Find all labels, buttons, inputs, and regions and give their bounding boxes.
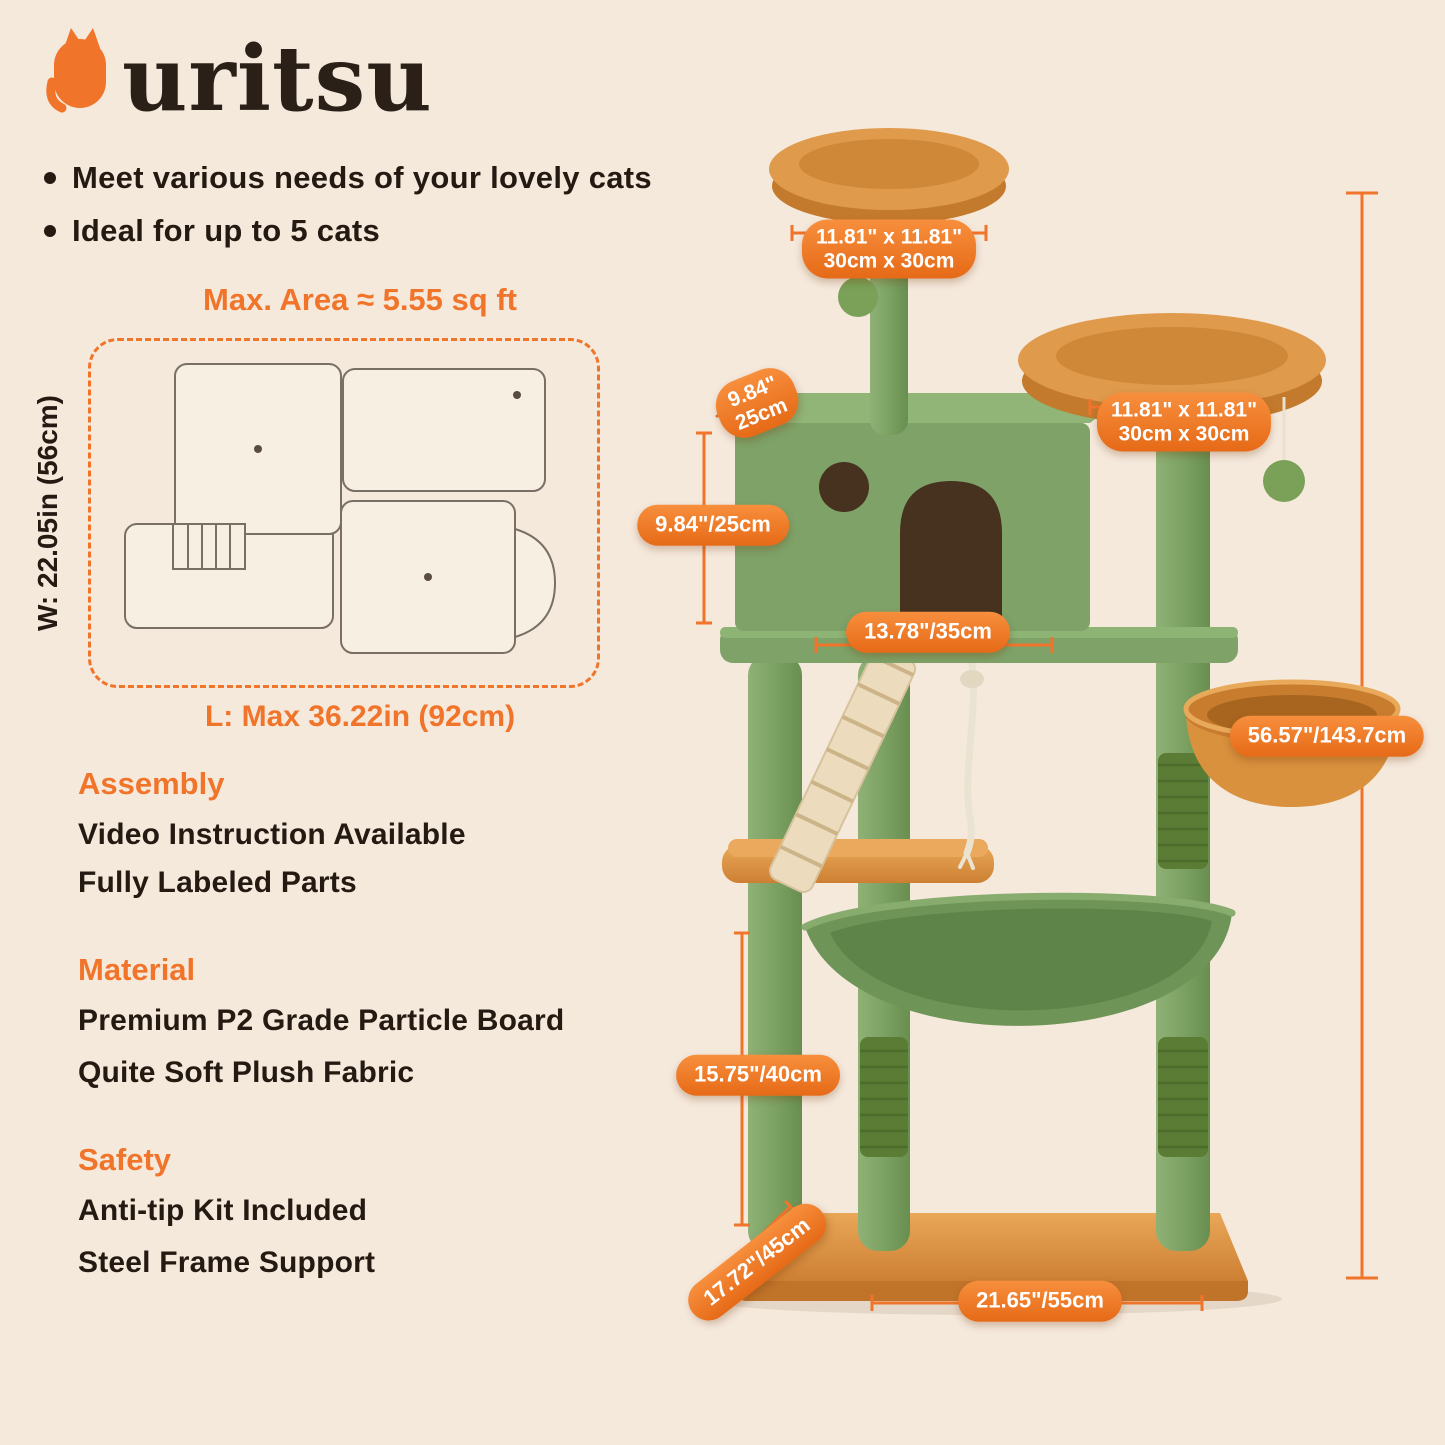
- pompom-toy-right: [1263, 397, 1305, 502]
- plan-ramp-rungs: [187, 524, 231, 569]
- dim-text: 30cm x 30cm: [823, 249, 955, 272]
- dim-total-height: 56.57"/143.7cm: [1229, 715, 1425, 757]
- plush-shelf: [722, 839, 994, 883]
- section-line: Video Instruction Available: [78, 818, 466, 851]
- bullet-text: Meet various needs of your lovely cats: [72, 160, 652, 195]
- section-line: Quite Soft Plush Fabric: [78, 1056, 415, 1089]
- dim-platform-width: 13.78"/35cm: [846, 611, 1010, 653]
- width-label: W: 22.05in (56cm): [32, 394, 63, 632]
- dim-text: 30cm x 30cm: [1118, 422, 1250, 445]
- dim-text: 21.65"/55cm: [976, 1287, 1104, 1313]
- section-line: Anti-tip Kit Included: [78, 1194, 368, 1227]
- dim-text: 13.78"/35cm: [864, 618, 992, 644]
- condo-arch-door: [900, 481, 1002, 631]
- section-heading-assembly: Assembly: [78, 766, 225, 801]
- section-heading-safety: Safety: [78, 1142, 172, 1177]
- plan-perch-b: [342, 368, 546, 492]
- plan-dot: [513, 391, 521, 399]
- dim-lower-post-height: 15.75"/40cm: [676, 1054, 840, 1096]
- dim-base-width: 21.65"/55cm: [958, 1280, 1122, 1322]
- dim-text: 9.84"/25cm: [655, 511, 771, 537]
- plan-basket-half-circle: [514, 527, 557, 639]
- section-line: Premium P2 Grade Particle Board: [78, 1004, 565, 1037]
- section-line: Fully Labeled Parts: [78, 866, 357, 899]
- top-perch: [769, 128, 1009, 224]
- section-line: Steel Frame Support: [78, 1246, 376, 1279]
- dim-text: 11.81" x 11.81": [815, 225, 963, 249]
- dim-text: 11.81" x 11.81": [1110, 398, 1258, 422]
- feature-bullet-1: Meet various needs of your lovely cats: [44, 160, 652, 196]
- condo-peek-hole: [819, 462, 869, 512]
- middle-post-sisal: [860, 1037, 908, 1157]
- dim-text: 15.75"/40cm: [694, 1061, 822, 1087]
- plan-dot: [424, 573, 432, 581]
- cat-condo: [735, 393, 1128, 631]
- cat-logo-icon: [46, 28, 106, 113]
- dim-text: 56.57"/143.7cm: [1247, 722, 1407, 748]
- dim-upper-perch: 11.81" x 11.81" 30cm x 30cm: [1096, 392, 1272, 452]
- bullet-dot: [44, 225, 56, 237]
- dim-condo-height: 9.84"/25cm: [637, 504, 789, 546]
- bullet-dot: [44, 172, 56, 184]
- brand-name: uritsu: [122, 25, 433, 132]
- footprint-diagram-box: [88, 338, 600, 688]
- bullet-text: Ideal for up to 5 cats: [72, 213, 381, 248]
- sisal-texture: [1158, 763, 1208, 863]
- hammock: [801, 892, 1236, 1026]
- footprint-top-view-diagram: [124, 363, 557, 654]
- plan-ramp: [172, 523, 246, 570]
- feature-bullet-2: Ideal for up to 5 cats: [44, 213, 652, 249]
- sisal-texture: [860, 1049, 908, 1149]
- left-post: [748, 655, 802, 1251]
- brand-logo: uritsu: [40, 24, 433, 132]
- hanging-rope: [958, 659, 984, 870]
- right-post-sisal-upper: [1158, 753, 1208, 869]
- sisal-texture: [1158, 1049, 1208, 1149]
- max-area-label: Max. Area ≈ 5.55 sq ft: [203, 282, 517, 317]
- plan-dot: [254, 445, 262, 453]
- section-heading-material: Material: [78, 952, 196, 987]
- feature-bullets: Meet various needs of your lovely cats I…: [44, 160, 652, 266]
- length-label: L: Max 36.22in (92cm): [204, 700, 516, 733]
- dim-top-perch: 11.81" x 11.81" 30cm x 30cm: [801, 219, 977, 279]
- right-post-sisal-lower: [1158, 1037, 1208, 1157]
